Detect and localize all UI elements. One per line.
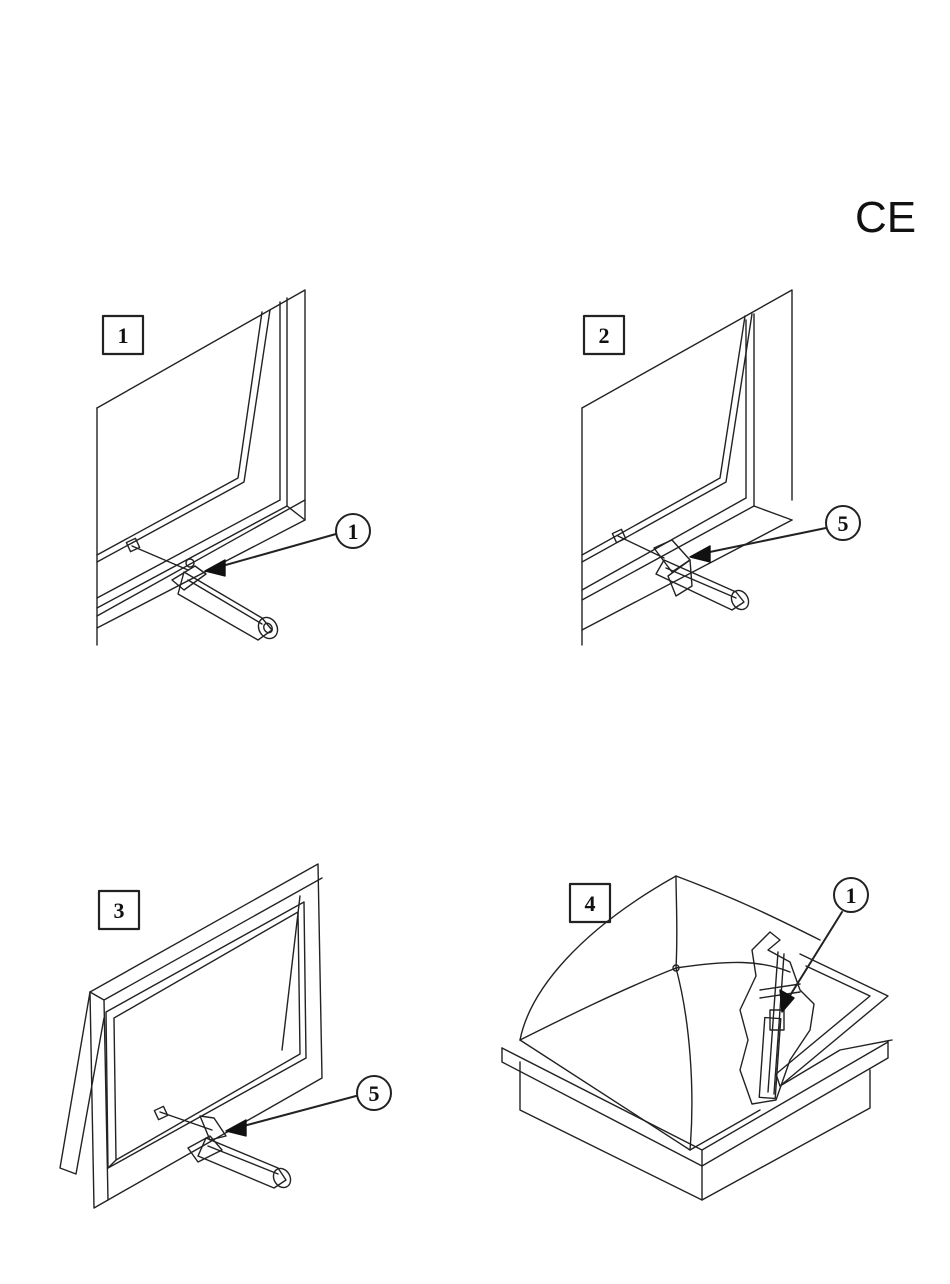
panel-3: 3 5 [60, 864, 391, 1208]
panel-1-number: 1 [118, 323, 129, 348]
panel-1-callout: 1 [205, 514, 370, 576]
panel-1: 1 1 [97, 290, 370, 645]
panel-3-callout-number: 5 [369, 1081, 380, 1106]
panel-4-callout-number: 1 [846, 883, 857, 908]
panel-2-callout-number: 5 [838, 511, 849, 536]
panel-2-window-drawing [582, 290, 792, 645]
panel-1-callout-number: 1 [348, 519, 359, 544]
panel-4: 4 [502, 876, 892, 1200]
panel-3-number: 3 [114, 898, 125, 923]
ce-mark: CE [855, 193, 916, 242]
panel-4-callout: 1 [780, 878, 868, 1012]
panel-2-number: 2 [599, 323, 610, 348]
panel-2: 2 5 [582, 290, 860, 645]
panel-4-number: 4 [585, 891, 596, 916]
